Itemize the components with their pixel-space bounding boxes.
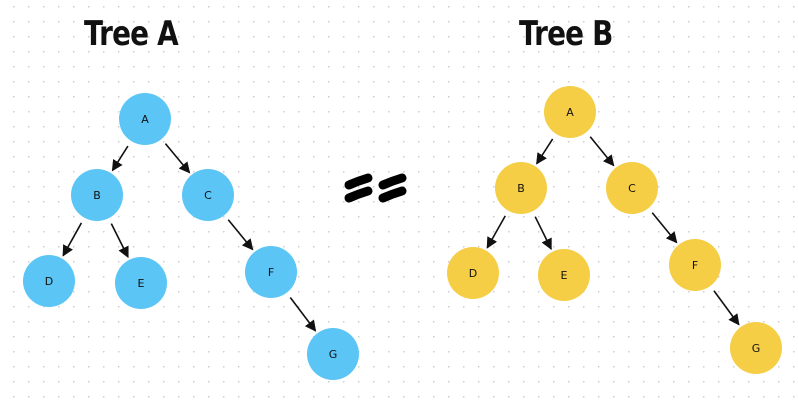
node-label: B (93, 189, 101, 202)
node-circle (447, 247, 499, 299)
tree-a-title: Tree A (84, 14, 179, 54)
node-circle (307, 328, 359, 380)
tree-a-node-b: B (71, 169, 123, 221)
node-circle (115, 257, 167, 309)
tree-a-node-f: F (245, 246, 297, 298)
tree-a-edge-c-f (227, 219, 254, 251)
node-label: A (566, 106, 574, 119)
node-label: A (141, 113, 149, 126)
tree-a-edge-f-g (289, 297, 317, 332)
node-circle (538, 249, 590, 301)
tree-a-edge-b-e (110, 223, 129, 259)
tree-a-node-c: C (182, 169, 234, 221)
node-label: C (204, 189, 212, 202)
tree-b-node-c: C (606, 162, 658, 214)
tree-b-title: Tree B (519, 14, 613, 54)
node-label: G (329, 348, 338, 361)
node-circle (669, 239, 721, 291)
node-label: D (45, 275, 53, 288)
tree-b-edge-b-d (486, 215, 506, 249)
node-label: C (628, 182, 636, 195)
tree-b-node-a: A (544, 86, 596, 138)
tree-b-node-f: F (669, 239, 721, 291)
node-circle (182, 169, 234, 221)
node-label: E (138, 277, 145, 290)
tree-a-node-d: D (23, 255, 75, 307)
node-label: F (268, 266, 274, 279)
tree-a-node-a: A (119, 93, 171, 145)
tree-b-node-d: D (447, 247, 499, 299)
node-circle (730, 322, 782, 374)
node-circle (495, 162, 547, 214)
tree-b-edge-a-c (589, 136, 615, 167)
tree-a-edge-a-b (111, 145, 129, 172)
node-label: D (469, 267, 477, 280)
tree-b-node-e: E (538, 249, 590, 301)
tree-b-node-b: B (495, 162, 547, 214)
tree-b-edge-c-f (651, 212, 678, 244)
node-circle (71, 169, 123, 221)
tree-a-edge-a-c (164, 143, 191, 174)
node-circle (119, 93, 171, 145)
node-circle (606, 162, 658, 214)
tree-b-edge-b-e (534, 216, 552, 251)
tree-a-node-g: G (307, 328, 359, 380)
node-label: E (561, 269, 568, 282)
tree-b-edge-f-g (713, 290, 740, 326)
node-label: B (517, 182, 525, 195)
node-circle (544, 86, 596, 138)
tree-a-node-e: E (115, 257, 167, 309)
tree-b-edge-a-b (536, 138, 554, 165)
equals-symbol (344, 173, 407, 203)
tree-b-node-g: G (730, 322, 782, 374)
node-circle (23, 255, 75, 307)
node-label: G (752, 342, 761, 355)
node-circle (245, 246, 297, 298)
node-label: F (692, 259, 698, 272)
tree-a-edge-b-d (62, 222, 83, 257)
